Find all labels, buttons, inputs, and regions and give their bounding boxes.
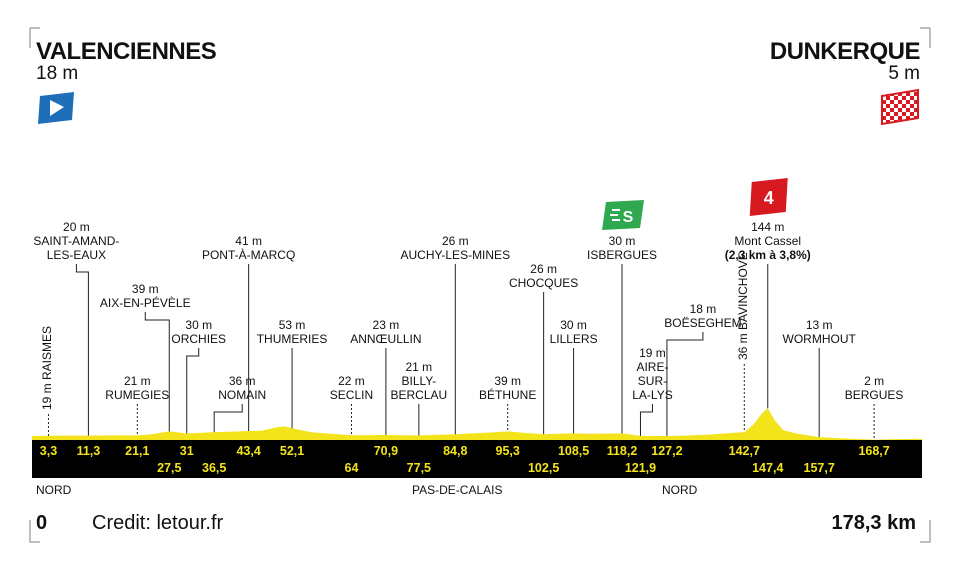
km-marker: 70,9 xyxy=(373,444,399,458)
km-marker: 52,1 xyxy=(279,444,305,458)
waypoint-label: 26 m AUCHY-LES-MINES xyxy=(400,234,511,262)
waypoint-label: 19 m RAISMES xyxy=(40,325,55,410)
waypoint-line xyxy=(639,404,653,436)
sprint-letter: S xyxy=(623,209,634,226)
waypoint-label: 18 m BOËSEGHEM xyxy=(664,302,742,330)
km-marker: 64 xyxy=(344,461,359,475)
km-marker: 43,4 xyxy=(236,444,261,458)
waypoint-line xyxy=(186,348,200,434)
km-marker: 157,7 xyxy=(803,461,835,475)
start-altitude: 18 m xyxy=(36,63,79,84)
credit: Credit: letour.fr xyxy=(92,512,224,534)
km-marker: 84,8 xyxy=(443,444,468,458)
waypoint-line xyxy=(666,332,704,437)
region-1: NORD xyxy=(36,483,72,497)
waypoint-label: 39 m BÉTHUNE xyxy=(479,374,537,402)
climb-badge-icon: 4 xyxy=(749,178,788,216)
start-city: VALENCIENNES xyxy=(36,38,217,65)
waypoint-line xyxy=(144,312,170,432)
profile-area xyxy=(32,408,922,440)
km-marker: 142,7 xyxy=(728,444,760,458)
distance-start: 0 xyxy=(36,512,48,534)
km-marker: 118,2 xyxy=(606,444,638,458)
waypoint-label: 39 m AIX-EN-PÉVÈLE xyxy=(99,282,191,310)
km-marker: 36,5 xyxy=(202,461,227,475)
distance-end: 178,3 km xyxy=(831,512,916,534)
waypoint-label: 36 m BAVINCHOVE xyxy=(736,252,751,360)
waypoint-line xyxy=(213,404,243,433)
sprint-badge-shape xyxy=(602,200,645,230)
region-3: NORD xyxy=(662,483,698,497)
waypoint-line xyxy=(75,264,89,436)
km-marker: 127,2 xyxy=(651,444,683,458)
finish-flag-icon xyxy=(881,88,919,126)
sprint-speed-lines xyxy=(610,209,621,221)
climb-detail: (2,3 km à 3,8%) xyxy=(724,248,811,262)
km-marker: 31 xyxy=(179,444,194,458)
waypoint-label: 30 m LILLERS xyxy=(549,318,598,346)
km-marker: 11,3 xyxy=(76,444,101,458)
km-marker: 3,3 xyxy=(39,444,58,458)
km-marker: 108,5 xyxy=(557,444,590,458)
waypoint-label: 30 m ORCHIES xyxy=(171,318,227,346)
waypoint-label: 26 m CHOCQUES xyxy=(508,262,579,290)
waypoint-label: 13 m WORMHOUT xyxy=(782,318,856,346)
waypoint-label: 23 m ANNŒULLIN xyxy=(350,318,422,346)
km-marker: 27,5 xyxy=(157,461,182,475)
waypoint-label: 36 m NOMAIN xyxy=(218,374,267,402)
waypoint-label: 19 m AIRE- SUR- LA-LYS xyxy=(632,346,673,402)
region-2: PAS-DE-CALAIS xyxy=(412,483,503,497)
waypoint-label: 21 m RUMEGIES xyxy=(105,374,170,402)
km-marker: 21,1 xyxy=(125,444,150,458)
waypoint-label: 2 m BERGUES xyxy=(844,374,904,402)
waypoint-label: 41 m PONT-À-MARCQ xyxy=(201,234,296,262)
waypoint-label: 30 m ISBERGUES xyxy=(586,234,658,262)
waypoint-label: 22 m SECLIN xyxy=(329,374,374,402)
km-marker: 147,4 xyxy=(752,461,784,475)
waypoint-label: 53 m THUMERIES xyxy=(256,318,328,346)
km-marker: 121,9 xyxy=(624,461,657,475)
finish-altitude: 5 m xyxy=(888,63,920,84)
finish-city: DUNKERQUE xyxy=(769,38,921,65)
km-marker: 77,5 xyxy=(406,461,432,475)
waypoint-label: 21 m BILLY- BERCLAU xyxy=(390,360,448,402)
waypoint-label: 144 m Mont Cassel (2,3 km à 3,8%) xyxy=(724,220,811,262)
km-marker: 95,3 xyxy=(495,444,520,458)
start-flag-icon xyxy=(38,92,74,124)
waypoint-label: 20 m SAINT-AMAND- LES-EAUX xyxy=(33,220,120,262)
sprint-badge-icon: S xyxy=(602,200,645,230)
km-marker: 168,7 xyxy=(858,444,890,458)
km-marker: 102,5 xyxy=(527,461,560,475)
climb-category: 4 xyxy=(764,188,774,208)
climb-badge-shape xyxy=(749,178,788,216)
km-band xyxy=(32,440,922,478)
